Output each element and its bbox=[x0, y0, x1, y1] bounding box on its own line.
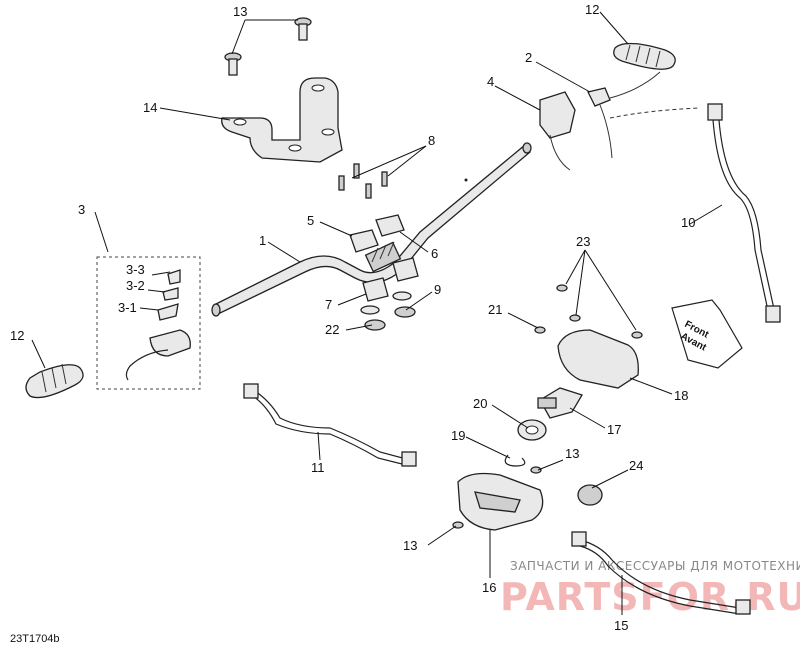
handlebar-bracket bbox=[221, 77, 343, 163]
callout-11: 11 bbox=[311, 460, 325, 475]
callout-22: 23 bbox=[576, 234, 590, 249]
brake-lever-assembly bbox=[96, 256, 201, 390]
callout-12-left: 12 bbox=[10, 328, 24, 343]
callout-15: 15 bbox=[614, 618, 628, 633]
callout-16: 16 bbox=[482, 580, 496, 595]
callout-23: 22 bbox=[325, 322, 339, 337]
callout-12-top: 12 bbox=[585, 2, 599, 17]
spring-clip bbox=[504, 454, 526, 467]
clamp-bolts bbox=[338, 163, 388, 199]
callout-6: 6 bbox=[431, 246, 438, 261]
switch-bracket bbox=[537, 387, 583, 419]
watermark: ЗАПЧАСТИ И АКСЕССУАРЫ ДЛЯ МОТОТЕХНИКИ PA… bbox=[500, 559, 800, 619]
callout-10: 10 bbox=[681, 215, 695, 230]
callout-17: 17 bbox=[607, 422, 621, 437]
drawing-reference: 23T1704b bbox=[10, 633, 60, 645]
callout-18: 18 bbox=[674, 388, 688, 403]
callouts: 13 12 2 4 14 8 3 1 5 6 3-3 3-2 3-1 7 9 2… bbox=[10, 2, 695, 633]
bushing bbox=[517, 419, 547, 441]
small-screws bbox=[452, 284, 643, 529]
switch-housing bbox=[539, 71, 701, 171]
brake-cable bbox=[243, 383, 417, 467]
front-arrow: Front Avant bbox=[671, 299, 743, 369]
upper-clamps bbox=[349, 214, 405, 253]
callout-3-1: 3-1 bbox=[118, 300, 137, 315]
callout-13-bottom: 13 bbox=[403, 538, 417, 553]
callout-19: 19 bbox=[451, 428, 465, 443]
leader-lines bbox=[31, 11, 723, 615]
lower-clamps bbox=[360, 257, 419, 331]
callout-2: 2 bbox=[525, 50, 532, 65]
callout-5: 5 bbox=[307, 213, 314, 228]
callout-3-2: 3-2 bbox=[126, 278, 145, 293]
callout-8: 8 bbox=[428, 133, 435, 148]
lower-housing bbox=[457, 472, 544, 531]
callout-4: 4 bbox=[487, 74, 494, 89]
callout-14: 14 bbox=[143, 100, 157, 115]
callout-20: 20 bbox=[473, 396, 487, 411]
callout-21: 21 bbox=[488, 302, 502, 317]
watermark-logo: PARTSFOR.RU bbox=[500, 575, 800, 619]
callout-13-top: 13 bbox=[233, 4, 247, 19]
callout-9: 9 bbox=[434, 282, 441, 297]
callout-1: 1 bbox=[259, 233, 266, 248]
callout-7: 7 bbox=[325, 297, 332, 312]
throttle-cable bbox=[707, 103, 781, 323]
grip-left bbox=[25, 363, 84, 399]
lower-cable bbox=[571, 531, 751, 615]
callout-13-right: 13 bbox=[565, 446, 579, 461]
grip-right bbox=[613, 42, 676, 70]
callout-24: 24 bbox=[629, 458, 643, 473]
callout-3: 3 bbox=[78, 202, 85, 217]
watermark-text: ЗАПЧАСТИ И АКСЕССУАРЫ ДЛЯ МОТОТЕХНИКИ bbox=[510, 559, 800, 573]
callout-3-3: 3-3 bbox=[126, 262, 145, 277]
front-cover bbox=[557, 329, 639, 389]
cap bbox=[577, 484, 603, 506]
screw-group-top bbox=[224, 17, 312, 76]
handlebar bbox=[211, 142, 532, 317]
